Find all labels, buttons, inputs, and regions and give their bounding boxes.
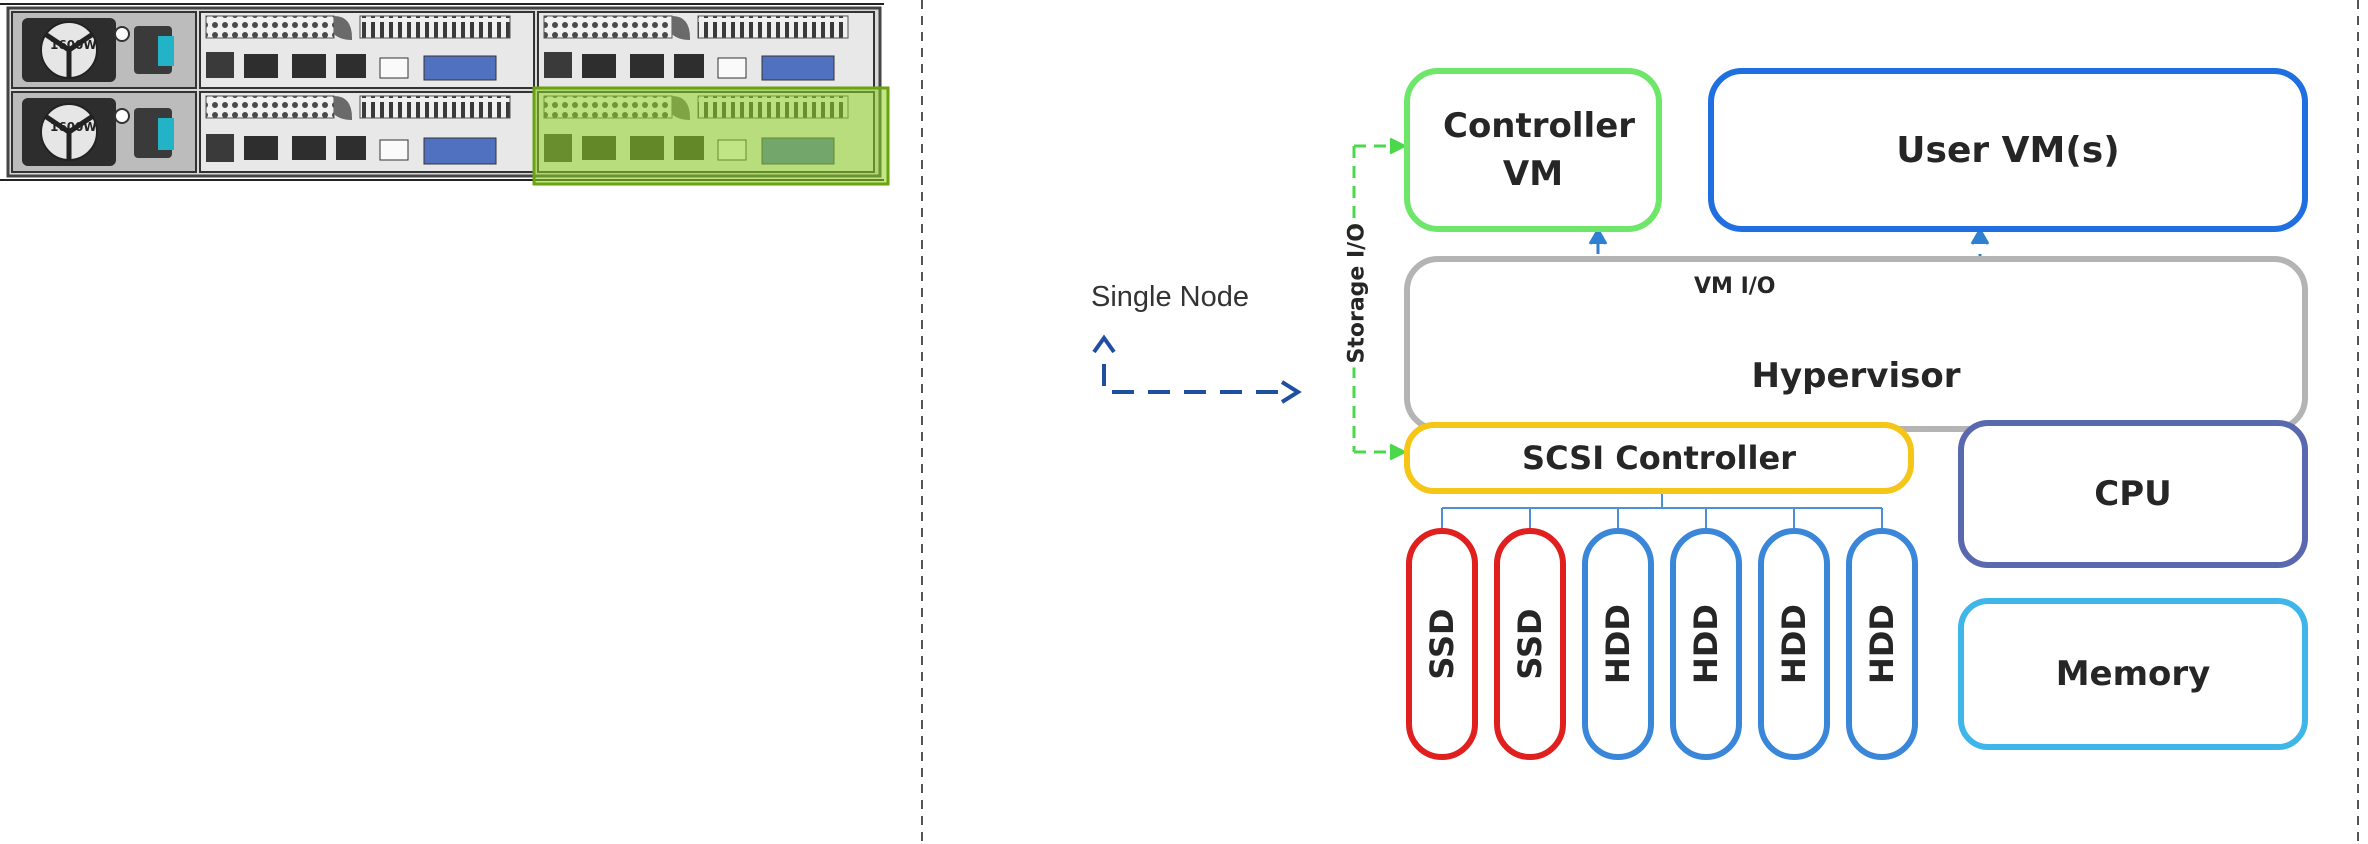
disk-hdd-4: HDD [1846, 528, 1918, 760]
node-top-right [537, 11, 875, 89]
hypervisor-label: Hypervisor [1751, 356, 1961, 396]
scsi-controller-label: SCSI Controller [1522, 439, 1796, 477]
vm-io-label: VM I/O [1690, 274, 1780, 299]
disk-label: SSD [1511, 608, 1549, 680]
memory-box: Memory [1958, 598, 2308, 750]
hypervisor-box: Hypervisor [1404, 256, 2308, 432]
disk-hdd-3: HDD [1758, 528, 1830, 760]
disk-label: HDD [1687, 604, 1725, 684]
controller-vm-box: Controller VM [1404, 68, 1662, 232]
controller-vm-label: Controller VM [1443, 106, 1636, 194]
disk-label: HDD [1863, 604, 1901, 684]
storage-io-label: Storage I/O [1344, 223, 1370, 368]
node-bottom-left [199, 91, 535, 173]
disk-label: SSD [1423, 608, 1461, 680]
storage-io-arrows [1352, 137, 1408, 461]
disk-ssd-1: SSD [1406, 528, 1478, 760]
node-link-arrow [1092, 334, 1302, 404]
disk-hdd-1: HDD [1582, 528, 1654, 760]
cpu-label: CPU [2094, 474, 2172, 514]
cpu-box: CPU [1958, 420, 2308, 568]
psu-top [11, 11, 197, 89]
node-top-left [199, 11, 535, 89]
scsi-bus [1441, 494, 1883, 528]
disk-label: HDD [1775, 604, 1813, 684]
disk-ssd-2: SSD [1494, 528, 1566, 760]
user-vms-label: User VM(s) [1896, 129, 2120, 171]
single-node-caption: Single Node [1091, 281, 1249, 313]
psu-bottom [11, 91, 197, 173]
single-node-highlight [532, 86, 890, 186]
user-vms-box: User VM(s) [1708, 68, 2308, 232]
psu-bottom-label: 1600W [50, 120, 97, 134]
psu-top-label: 1600W [50, 38, 97, 52]
disk-hdd-2: HDD [1670, 528, 1742, 760]
scsi-controller-box: SCSI Controller [1404, 422, 1914, 494]
disk-label: HDD [1599, 604, 1637, 684]
memory-label: Memory [2055, 654, 2211, 694]
